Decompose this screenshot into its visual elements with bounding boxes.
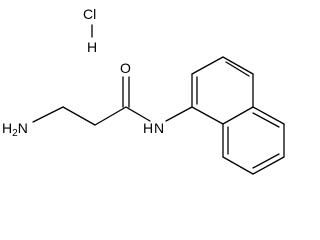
chlorine-label: Cl <box>83 6 96 22</box>
c1-n-amide-bond <box>125 106 151 122</box>
ring-b-double-3 <box>252 112 280 128</box>
c2-c1-bond <box>94 106 127 126</box>
hydrochloride-salt: Cl H <box>83 6 97 55</box>
ring-a-bond-2 <box>191 56 224 75</box>
c3-c2-bond <box>62 106 96 126</box>
n-naphthyl-bond <box>165 106 193 122</box>
amide-nh: H N <box>143 120 164 136</box>
ring-b-bond-2 <box>222 156 254 175</box>
carbonyl-oxygen-label: O <box>120 60 131 76</box>
chemical-structure: Cl H H2N O H N <box>2 6 285 175</box>
naphthalene-ring <box>191 56 285 175</box>
ring-b-bond-5 <box>252 106 285 125</box>
ring-fusion-bond <box>222 106 254 125</box>
ring-b-double-2 <box>252 153 280 169</box>
amine-label: H2N <box>2 120 28 139</box>
amine-group: H2N <box>2 120 28 139</box>
amide-h-label: H <box>143 120 153 136</box>
hydrogen-label: H <box>87 39 97 55</box>
ring-a-bond-6 <box>191 106 224 125</box>
propanamide-chain <box>32 76 151 126</box>
amine-h: H <box>2 120 12 136</box>
ring-a-bond-3 <box>222 56 254 75</box>
amine-subscript: 2 <box>12 128 18 139</box>
ring-b-bond-3 <box>252 156 285 175</box>
n-c3-bond <box>32 106 64 123</box>
ring-a-double-2 <box>225 61 250 77</box>
amine-n: N <box>18 120 28 136</box>
amide-n-label: N <box>154 120 164 136</box>
